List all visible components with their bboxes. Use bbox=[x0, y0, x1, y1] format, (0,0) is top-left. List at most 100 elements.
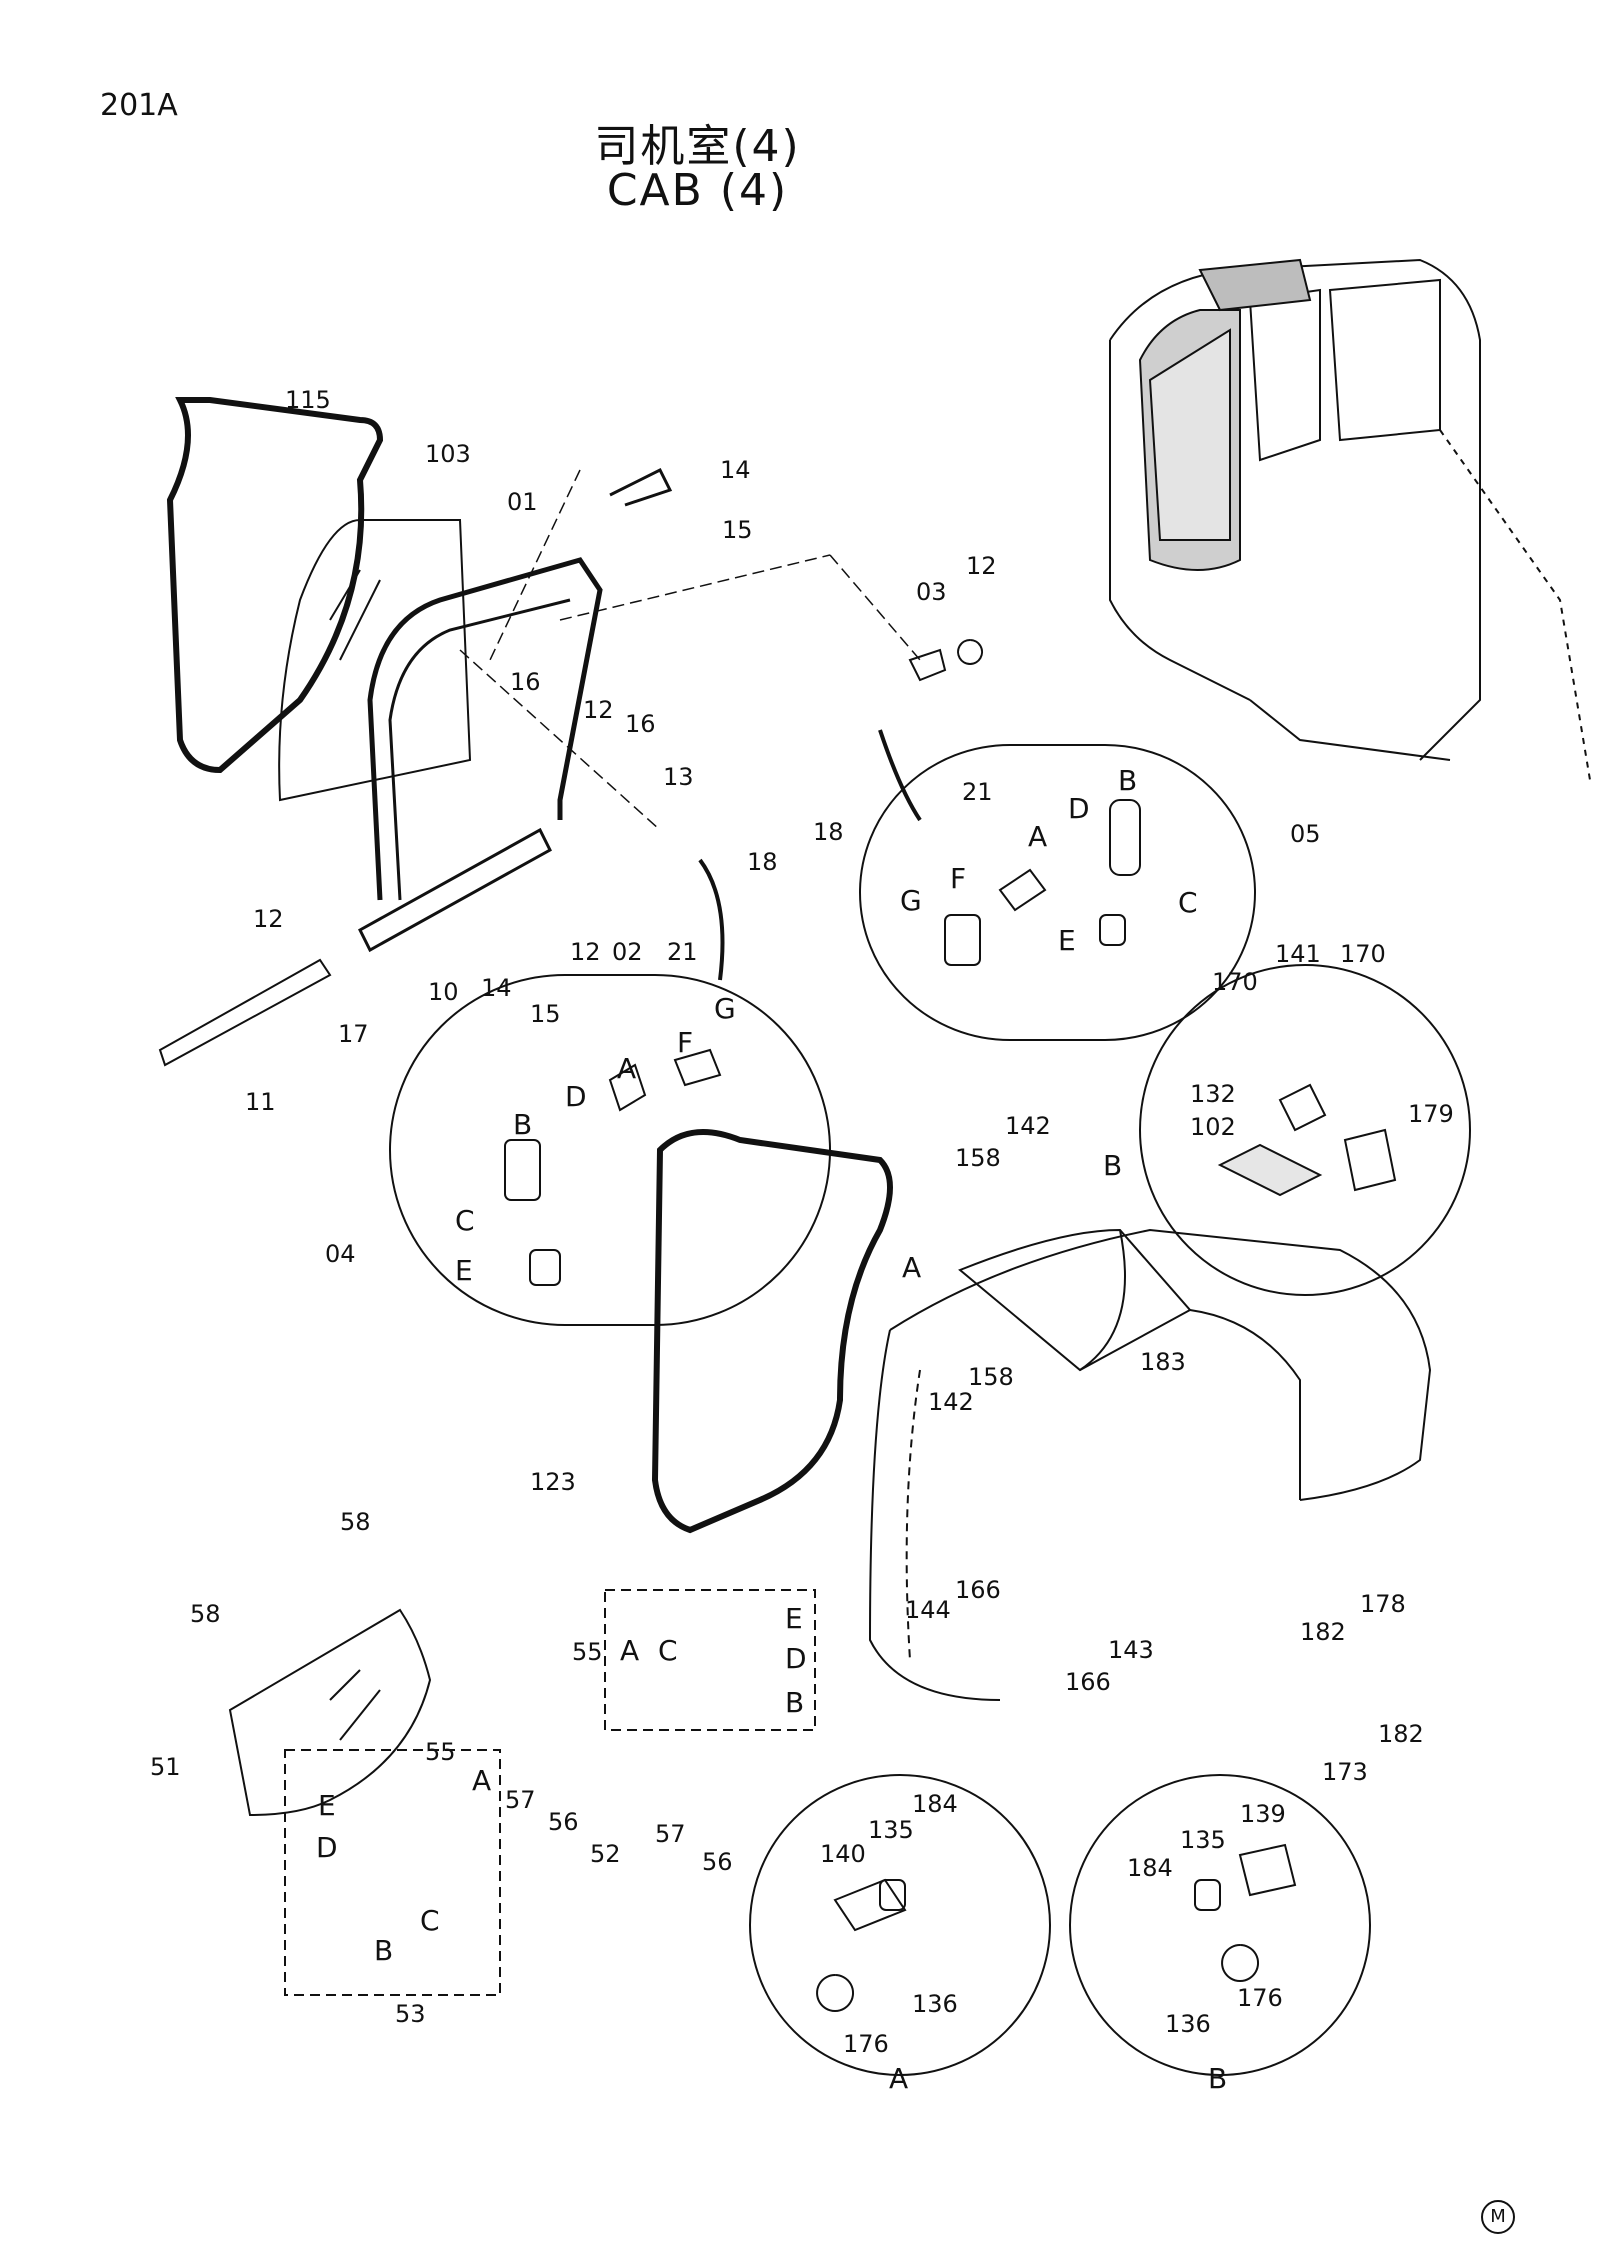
callout-136: 136 bbox=[1165, 2010, 1211, 2038]
window-seal-115 bbox=[166, 397, 384, 774]
callout-173: 173 bbox=[1322, 1758, 1368, 1786]
callout-52-E: E bbox=[785, 1602, 803, 1635]
rail-11 bbox=[158, 958, 332, 1067]
callout-184: 184 bbox=[912, 1790, 958, 1818]
callout-115: 115 bbox=[285, 386, 331, 414]
detail-A-caption: A bbox=[889, 2062, 908, 2095]
callout-05: 05 bbox=[1290, 820, 1321, 848]
callout-14: 14 bbox=[481, 974, 512, 1002]
callout-05-B: B bbox=[1118, 764, 1137, 797]
callout-52-A: A bbox=[620, 1634, 639, 1667]
callout-56: 56 bbox=[548, 1808, 579, 1836]
callout-103: 103 bbox=[425, 440, 471, 468]
callout-13: 13 bbox=[663, 763, 694, 791]
leader-lines bbox=[459, 469, 922, 981]
callout-labels: 115 103 01 14 15 16 12 16 13 12 03 21 18… bbox=[150, 386, 1454, 2095]
callout-158: 158 bbox=[968, 1363, 1014, 1391]
callout-102: 102 bbox=[1190, 1113, 1236, 1141]
callout-51: 51 bbox=[150, 1753, 181, 1781]
callout-04-F: F bbox=[677, 1026, 693, 1059]
callout-184: 184 bbox=[1127, 1854, 1173, 1882]
callout-53-B: B bbox=[374, 1934, 393, 1967]
callout-15: 15 bbox=[722, 516, 753, 544]
callout-52: 52 bbox=[590, 1840, 621, 1868]
latch-03 bbox=[908, 639, 984, 682]
callout-10: 10 bbox=[428, 978, 459, 1006]
glass-103 bbox=[278, 519, 472, 802]
page-title-chinese: 司机室(4) bbox=[594, 121, 801, 172]
callout-15: 15 bbox=[530, 1000, 561, 1028]
callout-04-D: D bbox=[565, 1080, 587, 1113]
callout-179: 179 bbox=[1408, 1100, 1454, 1128]
callout-55: 55 bbox=[425, 1738, 456, 1766]
callout-52-C: C bbox=[658, 1634, 678, 1667]
callout-166: 166 bbox=[955, 1576, 1001, 1604]
callout-182: 182 bbox=[1300, 1618, 1346, 1646]
rail-10 bbox=[358, 827, 552, 953]
detail-53-outline bbox=[284, 1749, 501, 1996]
callout-183: 183 bbox=[1140, 1348, 1186, 1376]
callout-52-D: D bbox=[785, 1642, 807, 1675]
callout-02: 02 bbox=[612, 938, 643, 966]
callout-158: 158 bbox=[955, 1144, 1001, 1172]
callout-12: 12 bbox=[253, 905, 284, 933]
callout-57: 57 bbox=[655, 1820, 686, 1848]
callout-143: 143 bbox=[1108, 1636, 1154, 1664]
callout-12: 12 bbox=[570, 938, 601, 966]
callout-53-D: D bbox=[316, 1831, 338, 1864]
detail-A-circle bbox=[749, 1774, 1051, 2076]
callout-05-C: C bbox=[1178, 886, 1198, 919]
bracket-14-upper bbox=[609, 467, 673, 507]
callout-139: 139 bbox=[1240, 1800, 1286, 1828]
callout-21: 21 bbox=[667, 938, 698, 966]
callout-53-C: C bbox=[420, 1904, 440, 1937]
callout-18: 18 bbox=[813, 818, 844, 846]
callout-03: 03 bbox=[916, 578, 947, 606]
callout-16: 16 bbox=[510, 668, 541, 696]
page-title-english: CAB (4) bbox=[606, 165, 789, 216]
callout-05-A: A bbox=[1028, 820, 1047, 853]
callout-141: 141 bbox=[1275, 940, 1321, 968]
callout-136: 136 bbox=[912, 1990, 958, 2018]
detail-latch-parts bbox=[1217, 1083, 1397, 1197]
callout-53-E: E bbox=[318, 1789, 336, 1822]
callout-05-E: E bbox=[1058, 924, 1076, 957]
callout-56: 56 bbox=[702, 1848, 733, 1876]
cab-shell bbox=[868, 1228, 1432, 1701]
callout-182: 182 bbox=[1378, 1720, 1424, 1748]
callout-176: 176 bbox=[1237, 1984, 1283, 2012]
callout-53: 53 bbox=[395, 2000, 426, 2028]
callout-17: 17 bbox=[338, 1020, 369, 1048]
callout-55: 55 bbox=[572, 1638, 603, 1666]
callout-57: 57 bbox=[505, 1786, 536, 1814]
callout-04-C: C bbox=[455, 1204, 475, 1237]
frame-01 bbox=[367, 557, 603, 901]
callout-170: 170 bbox=[1340, 940, 1386, 968]
callout-142: 142 bbox=[1005, 1112, 1051, 1140]
detail-B-circle bbox=[1069, 1774, 1371, 2076]
callout-04: 04 bbox=[325, 1240, 356, 1268]
callout-58: 58 bbox=[340, 1508, 371, 1536]
callout-11: 11 bbox=[245, 1088, 276, 1116]
callout-01: 01 bbox=[507, 488, 538, 516]
callout-04-B: B bbox=[513, 1108, 532, 1141]
door-glass-51 bbox=[228, 1608, 432, 1817]
callout-170: 170 bbox=[1212, 968, 1258, 996]
callout-12: 12 bbox=[966, 552, 997, 580]
detail-B-parts bbox=[1194, 1843, 1297, 1982]
callout-04-G: G bbox=[714, 992, 736, 1025]
callout-52-B: B bbox=[785, 1686, 804, 1719]
callout-05-G: G bbox=[900, 884, 922, 917]
callout-12: 12 bbox=[583, 696, 614, 724]
callout-166: 166 bbox=[1065, 1668, 1111, 1696]
callout-178: 178 bbox=[1360, 1590, 1406, 1618]
page-code: 201A bbox=[100, 88, 178, 123]
callout-58: 58 bbox=[190, 1600, 221, 1628]
callout-16: 16 bbox=[625, 710, 656, 738]
callout-14: 14 bbox=[720, 456, 751, 484]
door-seal-123 bbox=[651, 1129, 893, 1534]
detail-05-outline bbox=[859, 744, 1256, 1041]
callout-18: 18 bbox=[747, 848, 778, 876]
callout-176: 176 bbox=[843, 2030, 889, 2058]
